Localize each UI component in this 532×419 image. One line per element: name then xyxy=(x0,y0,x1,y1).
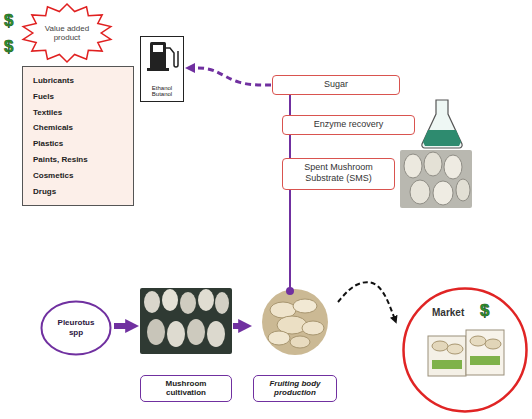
dollar-sign: $ xyxy=(4,38,13,55)
substrate-bag xyxy=(433,181,453,205)
photo-ground xyxy=(262,289,328,355)
substrate-bag xyxy=(162,289,178,311)
photo-step: Mushroom cultivation xyxy=(140,288,232,402)
dashed-arrow xyxy=(194,68,271,85)
package-label xyxy=(470,356,500,365)
cultivation-photo xyxy=(140,288,232,354)
node-text: Drugs xyxy=(33,184,123,200)
node-text: Cosmetics xyxy=(33,168,123,184)
mushroom-cap xyxy=(470,336,486,346)
text-holder: Mushroom cultivation xyxy=(140,375,232,402)
substrate-bag xyxy=(144,291,160,313)
flow-connector xyxy=(289,95,291,115)
substrate-bag xyxy=(147,319,165,345)
fuel-pump-icon xyxy=(147,42,178,71)
node-text: Paints, Resins xyxy=(33,152,123,168)
package-box xyxy=(428,336,466,376)
text-holder: Spent Mushroom Substrate (SMS) xyxy=(289,162,388,184)
text-holder: Pleurotus spp xyxy=(50,318,102,337)
mushroom-cap xyxy=(485,339,501,349)
flask-glass xyxy=(422,100,462,148)
node-text: Chemicals xyxy=(33,120,123,136)
circle-outline xyxy=(402,287,528,413)
substrate-bag xyxy=(444,155,462,179)
market-packages xyxy=(428,330,504,376)
text-holder: Ethanol Butanol xyxy=(143,85,181,98)
fuel-pump-box: Ethanol Butanol xyxy=(140,36,184,102)
mushroom-cap xyxy=(290,336,310,348)
dollar-sign: $ xyxy=(480,302,489,319)
fruiting-body-photo xyxy=(262,289,328,355)
flow-connector xyxy=(233,323,241,329)
node-text: Sugar xyxy=(279,79,393,90)
pump-body xyxy=(150,42,166,69)
pump-base xyxy=(147,68,169,71)
sms-photo xyxy=(400,150,472,208)
text-holder: Enzyme recovery xyxy=(289,119,408,130)
node-text: Lubricants xyxy=(33,73,123,89)
node-text: Pleurotus spp xyxy=(50,318,102,337)
substrate-bag xyxy=(207,321,225,347)
oval-shape xyxy=(42,302,111,355)
substrate-bag xyxy=(404,154,422,178)
starburst-shape xyxy=(23,4,111,62)
pump-screen xyxy=(153,45,163,52)
substrate-bag xyxy=(424,152,442,176)
node-text: Plastics xyxy=(33,136,123,152)
flow-connector xyxy=(289,135,291,158)
market-circle: Market xyxy=(402,287,528,413)
text-holder: Fruiting body production xyxy=(253,375,337,402)
product-list-box: LubricantsFuelsTextilesChemicalsPlastics… xyxy=(22,66,134,206)
substrate-bag xyxy=(198,289,214,311)
text-holder: Value added product xyxy=(40,24,94,42)
pump-hose xyxy=(166,48,178,67)
node-text: Fruiting body production xyxy=(258,379,332,398)
node-text: Mushroom cultivation xyxy=(145,379,227,398)
flask-liquid xyxy=(423,130,461,146)
substrate-bag xyxy=(187,319,205,345)
node-text: Enzyme recovery xyxy=(289,119,408,130)
process-box: Enzyme recovery xyxy=(282,115,415,135)
mushroom-cap xyxy=(447,344,463,354)
dollar-sign: $ xyxy=(4,12,13,29)
text-holder: Market xyxy=(432,307,464,318)
mushroom-cap xyxy=(293,299,317,313)
node-text: Textiles xyxy=(33,105,123,121)
node-text: Market xyxy=(432,307,464,318)
junction-dot xyxy=(286,287,294,295)
starburst-callout: Value added product xyxy=(20,2,114,64)
dashed-arrow xyxy=(338,282,394,317)
substrate-bag xyxy=(410,180,430,204)
start-oval: Pleurotus spp xyxy=(40,300,112,356)
flow-connector xyxy=(114,323,128,329)
substrate-bag xyxy=(180,292,196,314)
flow-connector xyxy=(289,190,291,291)
substrate-bag xyxy=(456,179,470,201)
photo-step: Fruiting body production xyxy=(253,288,337,402)
node-text: Value added product xyxy=(40,24,94,42)
flask-icon xyxy=(422,100,462,148)
substrate-bag xyxy=(167,321,185,347)
node-text: Spent Mushroom Substrate (SMS) xyxy=(289,162,388,184)
connector-group xyxy=(114,68,394,326)
text-holder: LubricantsFuelsTextilesChemicalsPlastics… xyxy=(33,73,123,199)
photo-ground xyxy=(400,150,472,208)
process-box: Spent Mushroom Substrate (SMS) xyxy=(282,158,395,190)
node-text: Fuels xyxy=(33,89,123,105)
package-label xyxy=(432,360,462,369)
circle-shape xyxy=(404,289,527,412)
mushroom-cap xyxy=(432,341,448,351)
node-text: Ethanol Butanol xyxy=(143,85,181,98)
photo-ground xyxy=(140,288,232,354)
process-box: Sugar xyxy=(272,75,400,95)
text-holder: Sugar xyxy=(279,79,393,90)
substrate-bag xyxy=(215,292,229,314)
package-box xyxy=(466,330,504,375)
mushroom-cap xyxy=(268,331,290,345)
mushroom-cap xyxy=(302,321,324,335)
